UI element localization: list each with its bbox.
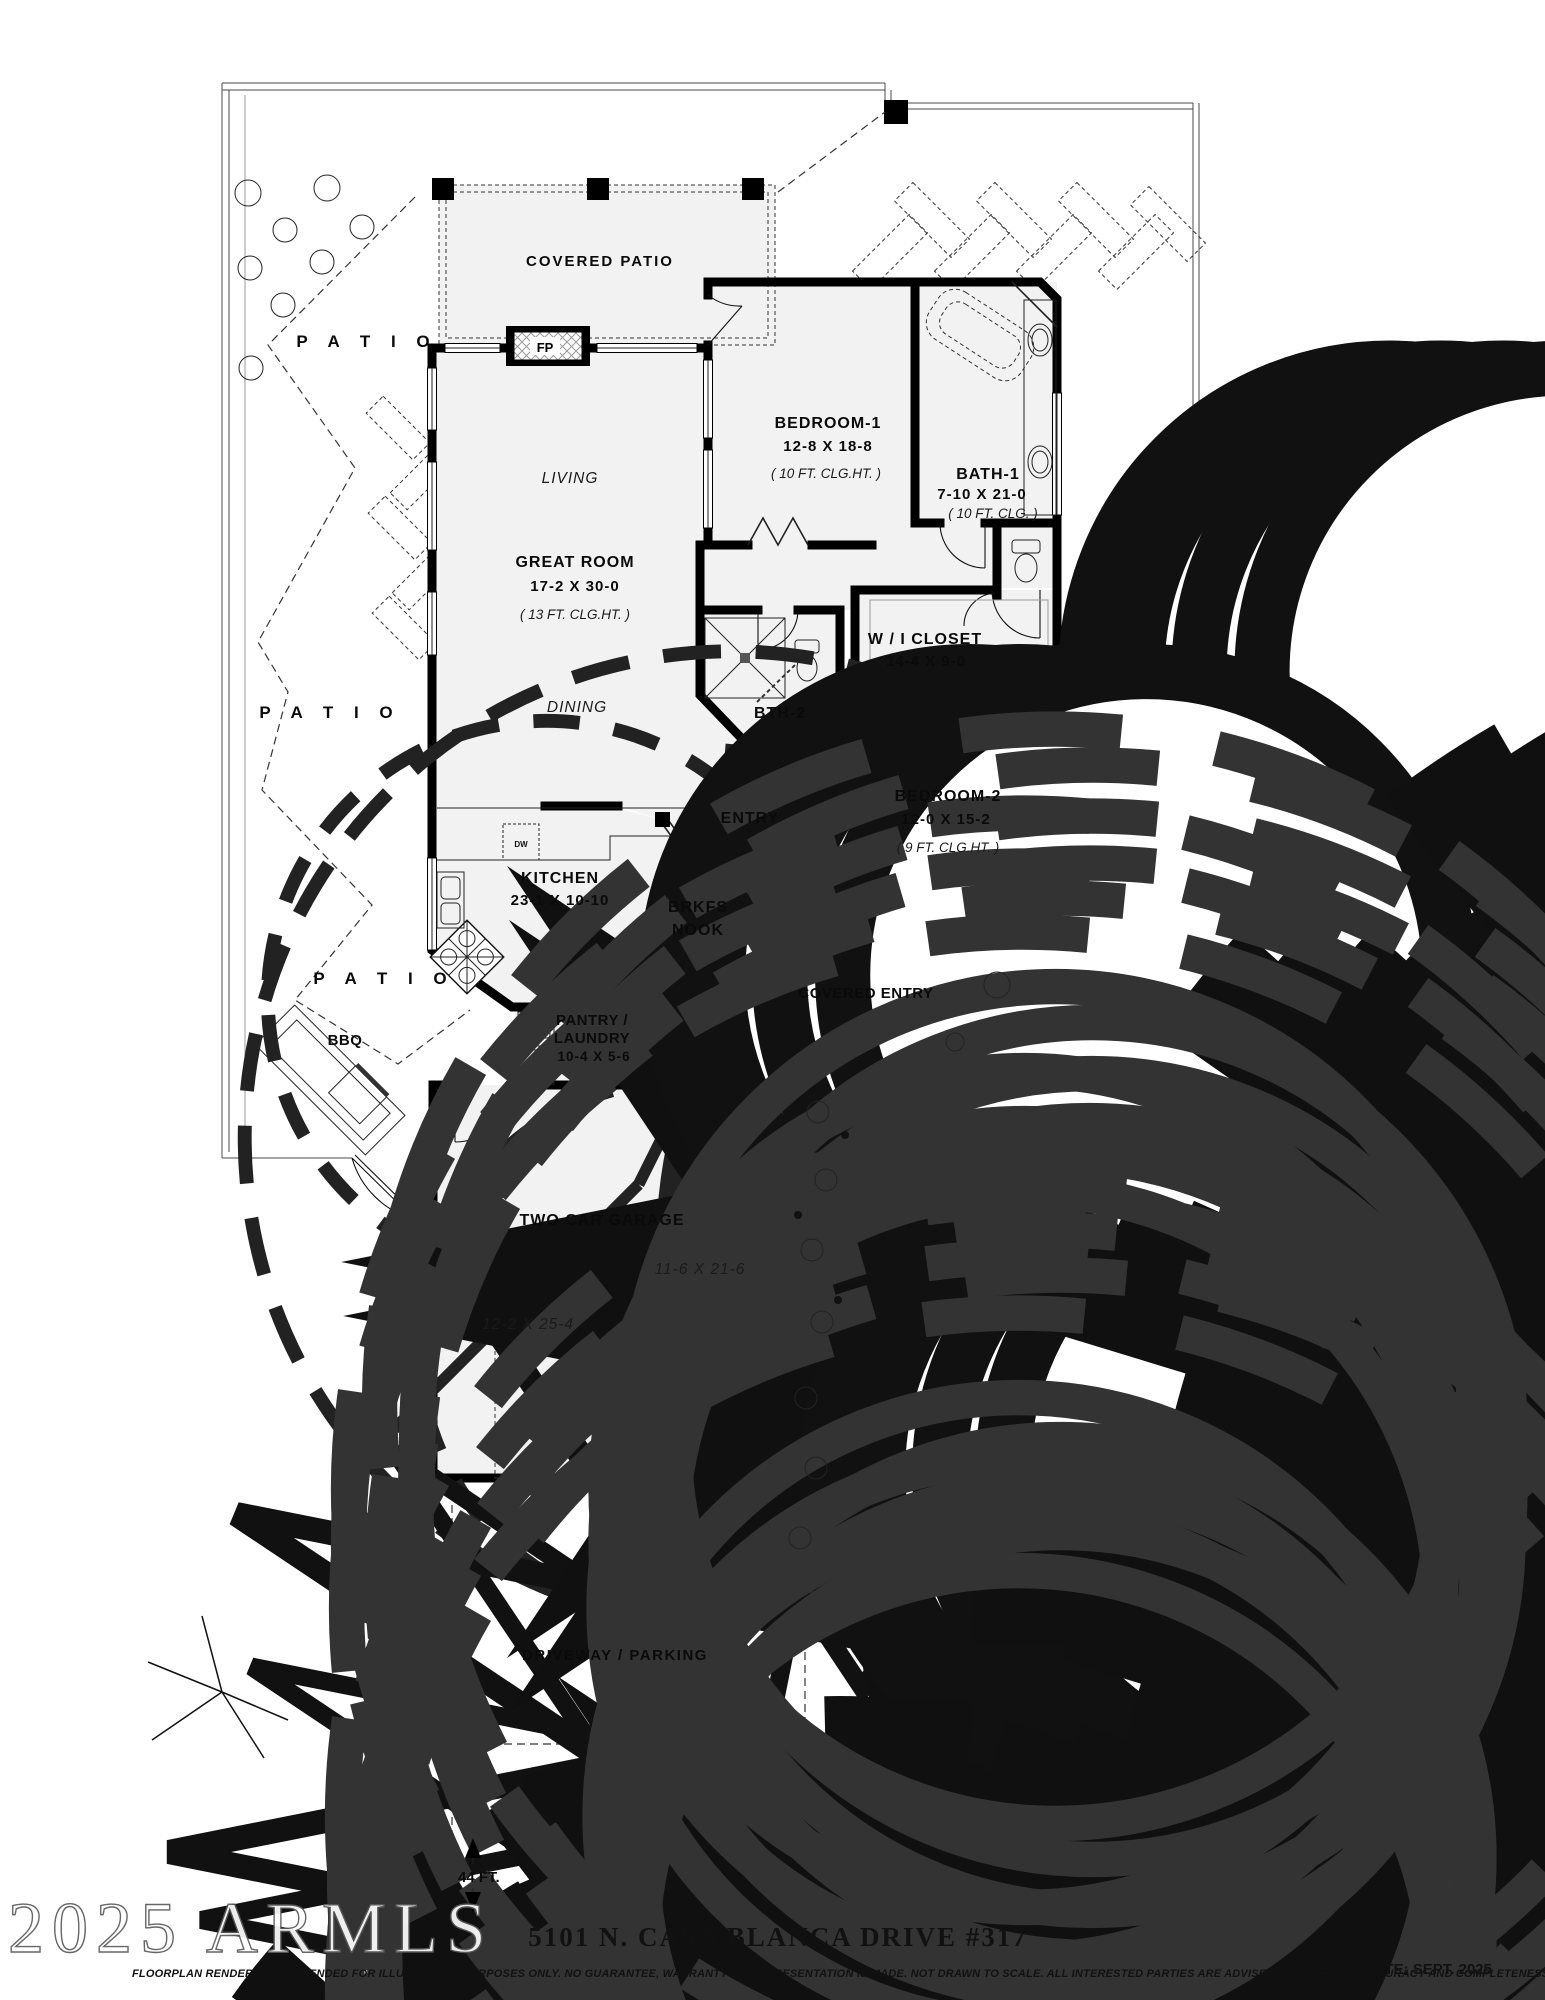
title-block: 2025 ARMLS 5101 N. CASA BLANCA DRIVE #31… (7, 1887, 1545, 1980)
covered-entry-label: COVERED ENTRY (798, 985, 933, 1002)
patio-label-low: P A T I O (313, 969, 454, 988)
address: 5101 N. CASA BLANCA DRIVE #317 (528, 1922, 1028, 1952)
pantry-dims: 10-4 X 5-6 (557, 1049, 630, 1064)
dining-label: DINING (547, 699, 607, 716)
lot-corner-post (884, 100, 908, 124)
stove (429, 919, 505, 995)
brkfs-nook-label-2: NOOK (672, 922, 724, 939)
fireplace: FP (506, 326, 590, 366)
disclaimer: FLOORPLAN RENDERING IS INTENDED FOR ILLU… (132, 1968, 1545, 1980)
covered-patio-structure (432, 178, 776, 346)
entry-label: ENTRY (721, 810, 780, 827)
lot-depth-dimension: 44 FT. (458, 1838, 500, 1912)
bbq-label: BBQ (328, 1032, 363, 1049)
bth-2-label: BTH-2 (754, 705, 806, 722)
great-room-label: GREAT ROOM (515, 554, 634, 571)
dishwasher-label: DW (514, 840, 528, 849)
living-label: LIVING (542, 470, 599, 487)
wi-closet-label: W / I CLOSET (868, 631, 982, 648)
sketch-date: SKETCH DATE: SEPT. 2025 (1298, 1961, 1492, 1978)
kitchen-dims: 23-1 X 10-10 (511, 892, 610, 909)
bedroom-wing-area (708, 282, 1057, 588)
garage-label: TWO CAR GARAGE (519, 1212, 684, 1229)
covered-patio-label: COVERED PATIO (526, 253, 674, 270)
pantry-label-1: PANTRY / (556, 1012, 628, 1029)
great-room-ceiling: ( 13 FT. CLG.HT. ) (520, 607, 630, 622)
bath-1-dims: 7-10 X 21-0 (937, 486, 1026, 503)
kitchen-label: KITCHEN (521, 870, 599, 887)
pantry-label-2: LAUNDRY (554, 1030, 630, 1047)
lot-depth-label: 44 FT. (458, 1869, 500, 1886)
patio-label-top: P A T I O (296, 332, 437, 351)
bbq-counter (254, 1004, 406, 1156)
bedroom-2-dims: 12-0 X 15-2 (901, 811, 990, 828)
room-labels: COVERED PATIO P A T I O P A T I O P A T … (259, 253, 1037, 1664)
bedroom-1-ceiling: ( 10 FT. CLG.HT. ) (771, 466, 881, 481)
watermark: 2025 ARMLS (8, 1888, 494, 1968)
bath-1-label: BATH-1 (956, 466, 1019, 483)
garage-stall-left: 12-2 X 25-4 (482, 1316, 574, 1333)
garage-stall-right: 11-6 X 21-6 (655, 1261, 746, 1278)
bedroom-1-dims: 12-8 X 18-8 (783, 438, 872, 455)
hall-area (708, 545, 855, 610)
patio-label-mid: P A T I O (259, 703, 400, 722)
driveway-label: DRIVEWAY / PARKING (522, 1647, 708, 1664)
bedroom-2-ceiling: ( 9 FT. CLG.HT. ) (897, 840, 1000, 855)
bedroom-2-label: BEDROOM-2 (895, 788, 1002, 805)
wi-closet-dims: 14-4 X 9-0 (886, 653, 966, 670)
great-room-dims: 17-2 X 30-0 (530, 578, 619, 595)
bath-1-ceiling: ( 10 FT. CLG. ) (948, 506, 1038, 521)
brkfs-nook-label-1: BRKFS (668, 899, 728, 916)
landscaping (0, 174, 1545, 2000)
bedroom-1-label: BEDROOM-1 (775, 415, 882, 432)
kitchen-fixtures: DW (429, 807, 701, 995)
fireplace-label: FP (537, 340, 554, 355)
